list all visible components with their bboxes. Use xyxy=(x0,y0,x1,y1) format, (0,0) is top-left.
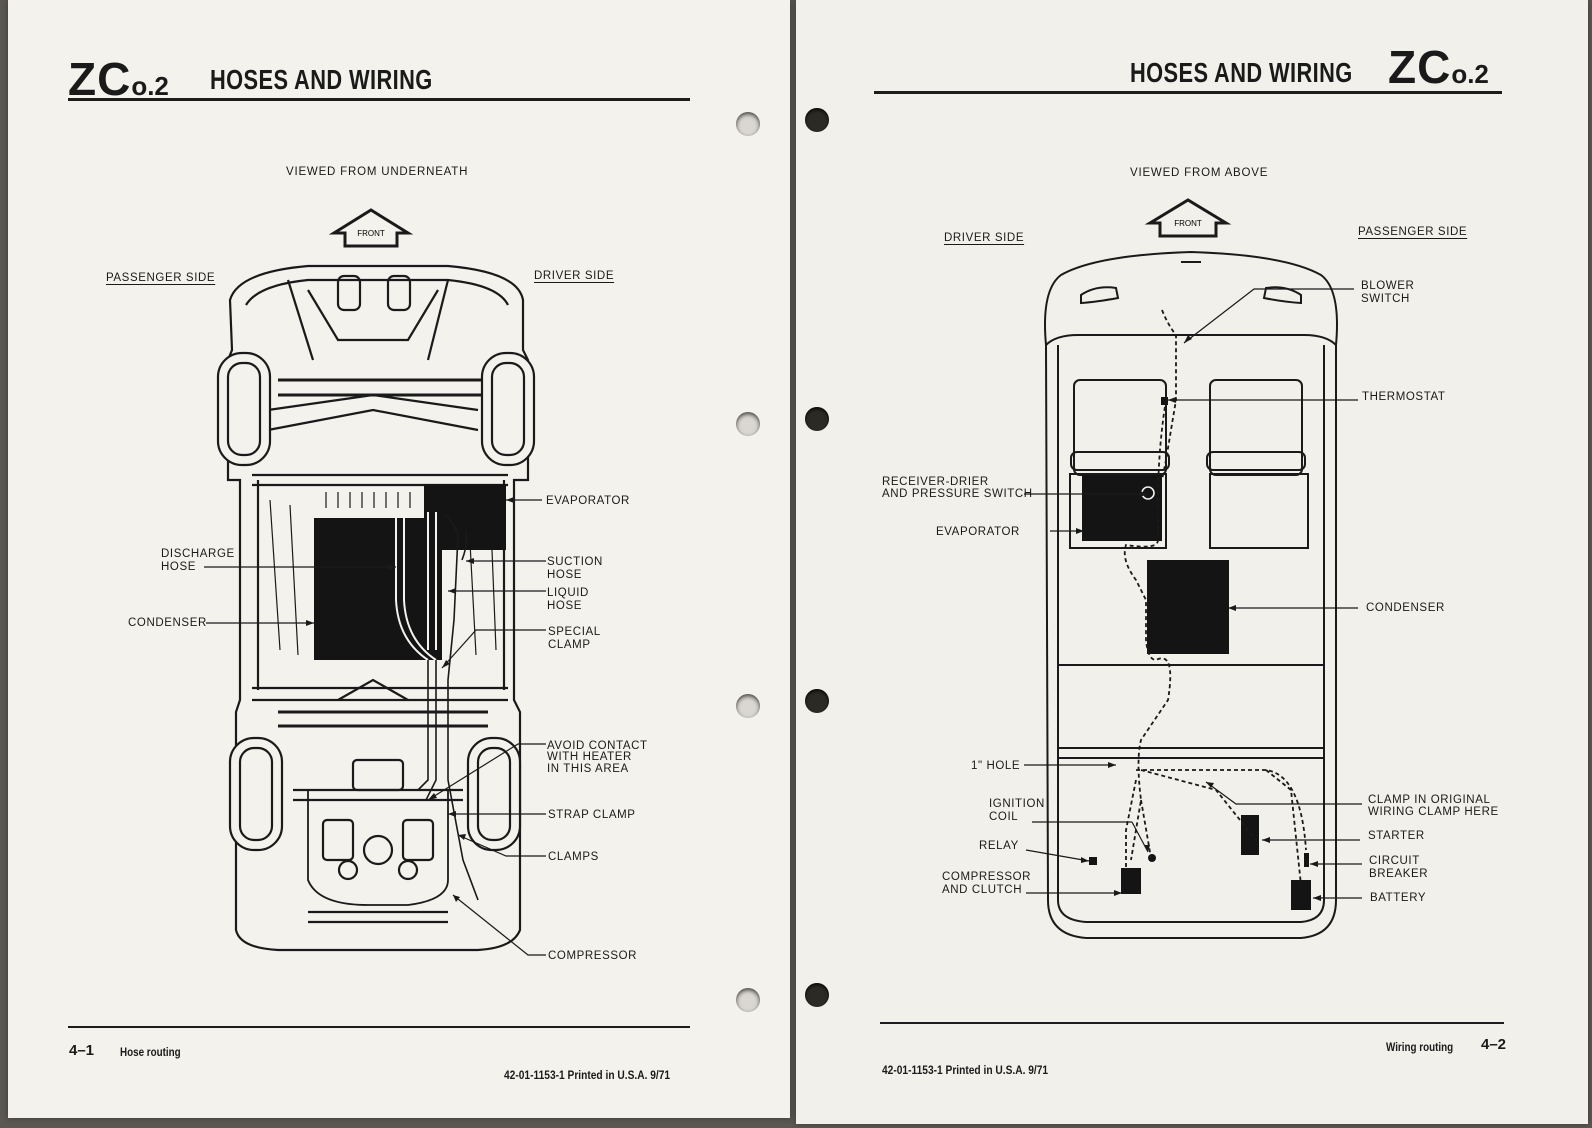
label-condenser-left: CONDENSER xyxy=(128,617,207,629)
left-arrowheads xyxy=(306,497,514,902)
label-relay: RELAY xyxy=(979,840,1019,852)
label-liquid-2: HOSE xyxy=(547,600,582,612)
left-page-number: 4–1 xyxy=(69,1042,95,1059)
binder-hole xyxy=(805,108,829,132)
circuit-breaker-block xyxy=(1304,853,1309,867)
label-ignition-1: IGNITION xyxy=(989,798,1045,810)
label-compressor-1: COMPRESSOR xyxy=(942,871,1032,883)
right-diagram: FRONT xyxy=(1024,198,1362,939)
rear-right-wheel xyxy=(466,736,522,852)
right-print-line: 42-01-1153-1 Printed in U.S.A. 9/71 xyxy=(882,1063,1049,1077)
left-footer-rule xyxy=(68,1026,690,1028)
label-discharge-1: DISCHARGE xyxy=(161,548,235,560)
label-clamp-2: WIRING CLAMP HERE xyxy=(1368,806,1499,818)
binder-hole xyxy=(736,988,760,1012)
label-compressor-2: AND CLUTCH xyxy=(942,884,1023,896)
right-code: ZC xyxy=(1388,41,1452,93)
left-driver-side: DRIVER SIDE xyxy=(534,270,615,282)
left-section-code: ZCo.2 xyxy=(68,52,169,106)
label-breaker-1: CIRCUIT xyxy=(1369,855,1420,867)
hoses xyxy=(395,512,437,661)
right-title: HOSES AND WIRING xyxy=(1130,57,1353,88)
left-print-line: 42-01-1153-1 Printed in U.S.A. 9/71 xyxy=(504,1068,671,1082)
label-receiver-1: RECEIVER-DRIER xyxy=(882,476,989,488)
label-battery: BATTERY xyxy=(1370,892,1427,904)
label-avoid-3: IN THIS AREA xyxy=(547,763,629,775)
label-1-inch-hole: 1" HOLE xyxy=(971,760,1021,772)
label-receiver-2: AND PRESSURE SWITCH xyxy=(882,488,1033,500)
chassis-underside xyxy=(226,264,530,952)
left-footer-text: Hose routing xyxy=(120,1045,181,1059)
front-arrow-icon: FRONT xyxy=(328,208,414,248)
front-arrow-label: FRONT xyxy=(357,229,385,238)
right-section-code: ZCo.2 xyxy=(1388,40,1489,94)
van-outline xyxy=(1044,250,1338,939)
label-suction-2: HOSE xyxy=(547,569,582,581)
label-starter: STARTER xyxy=(1368,830,1425,842)
label-evaporator-left: EVAPORATOR xyxy=(546,495,630,507)
label-clamp-1: CLAMP IN ORIGINAL xyxy=(1368,794,1491,806)
front-right-wheel xyxy=(480,351,536,467)
right-page: HOSES AND WIRING ZCo.2 VIEWED FROM ABOVE… xyxy=(796,0,1588,1124)
binder-hole xyxy=(805,407,829,431)
label-discharge-2: HOSE xyxy=(161,561,196,573)
left-view-caption: VIEWED FROM UNDERNEATH xyxy=(286,166,469,178)
label-blower-2: SWITCH xyxy=(1361,293,1410,305)
right-driver-side: DRIVER SIDE xyxy=(944,232,1025,244)
right-footer-text: Wiring routing xyxy=(1386,1040,1454,1054)
label-avoid-2: WITH HEATER xyxy=(547,751,632,763)
label-breaker-2: BREAKER xyxy=(1369,868,1429,880)
condenser-block xyxy=(1147,560,1229,654)
left-passenger-side: PASSENGER SIDE xyxy=(106,272,216,284)
evaporator-block xyxy=(1082,475,1162,541)
label-evaporator-right: EVAPORATOR xyxy=(936,526,1020,538)
battery-block xyxy=(1291,880,1311,910)
label-ignition-2: COIL xyxy=(989,811,1019,823)
binder-hole xyxy=(736,694,760,718)
label-thermostat: THERMOSTAT xyxy=(1362,391,1446,403)
front-left-wheel xyxy=(216,351,272,467)
label-liquid-1: LIQUID xyxy=(547,587,589,599)
right-page-number: 4–2 xyxy=(1481,1036,1507,1053)
label-compressor-left: COMPRESSOR xyxy=(548,950,638,962)
binder-hole xyxy=(805,689,829,713)
right-passenger-side: PASSENGER SIDE xyxy=(1358,226,1468,238)
front-arrow-icon: FRONT xyxy=(1144,198,1232,238)
label-strap-clamp: STRAP CLAMP xyxy=(548,809,636,821)
label-avoid-1: AVOID CONTACT xyxy=(547,740,648,752)
binder-hole xyxy=(805,983,829,1007)
ignition-coil-dot xyxy=(1148,854,1156,862)
relay-block xyxy=(1089,857,1097,865)
label-special-1: SPECIAL xyxy=(548,626,601,638)
label-suction-1: SUCTION xyxy=(547,556,603,568)
right-footer-rule xyxy=(880,1022,1504,1024)
label-condenser-right: CONDENSER xyxy=(1366,602,1445,614)
right-code-suffix: o.2 xyxy=(1451,59,1489,89)
hose-outlines xyxy=(417,514,479,901)
rear-left-wheel xyxy=(228,736,284,852)
front-arrow-label: FRONT xyxy=(1174,219,1202,228)
left-title: HOSES AND WIRING xyxy=(210,64,433,95)
right-header-rule xyxy=(874,91,1502,94)
label-blower-1: BLOWER xyxy=(1361,280,1415,292)
left-code-suffix: o.2 xyxy=(131,71,169,101)
left-page: ZCo.2 HOSES AND WIRING VIEWED FROM UNDER… xyxy=(8,0,790,1118)
binder-hole xyxy=(736,112,760,136)
left-code: ZC xyxy=(68,53,132,105)
thermostat-block xyxy=(1161,397,1168,405)
right-view-caption: VIEWED FROM ABOVE xyxy=(1130,167,1269,179)
condenser-block xyxy=(314,518,442,660)
left-leaders xyxy=(204,499,546,956)
label-clamps: CLAMPS xyxy=(548,851,599,863)
left-header-rule xyxy=(68,98,690,101)
starter-block xyxy=(1241,815,1259,855)
left-diagram: FRONT xyxy=(204,208,546,956)
compressor-clutch-block xyxy=(1121,868,1141,894)
binder-hole xyxy=(736,412,760,436)
label-special-2: CLAMP xyxy=(548,639,591,651)
right-arrowheads xyxy=(1076,335,1321,901)
